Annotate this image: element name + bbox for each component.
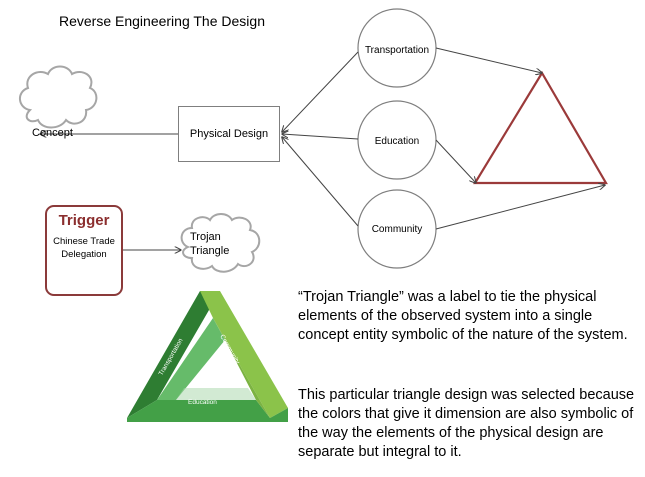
arrow-transportation-to-triangle [435,47,542,73]
education-label: Education [374,136,420,147]
physical-design-box: Physical Design [178,106,280,162]
arrow-transportation-to-physical [282,51,359,132]
penrose-triangle-icon: Transportation Community Education [127,291,288,422]
trigger-title: Trigger [58,212,110,229]
physical-design-label: Physical Design [189,128,269,140]
arrow-education-to-physical [282,134,359,140]
arrow-community-to-physical [282,137,359,227]
penrose-side-education: Education [188,399,217,406]
trigger-box: Trigger Chinese Trade Delegation [45,205,123,296]
description-paragraph-1: “Trojan Triangle” was a label to tie the… [298,289,628,343]
page-title: Reverse Engineering The Design [59,13,265,29]
community-label: Community [371,224,423,235]
red-triangle [473,70,608,185]
trojan-cloud-icon [180,213,261,273]
trigger-text: Chinese Trade Delegation [53,236,115,260]
description-paragraph-2: This particular triangle design was sele… [298,387,635,460]
arrow-education-to-triangle [435,139,476,183]
trojan-triangle-label: Trojan Triangle [190,231,230,257]
transportation-label: Transportation [364,45,430,56]
arrow-community-to-triangle [435,185,605,230]
concept-cloud-icon [19,65,98,129]
concept-label: Concept [32,127,73,139]
